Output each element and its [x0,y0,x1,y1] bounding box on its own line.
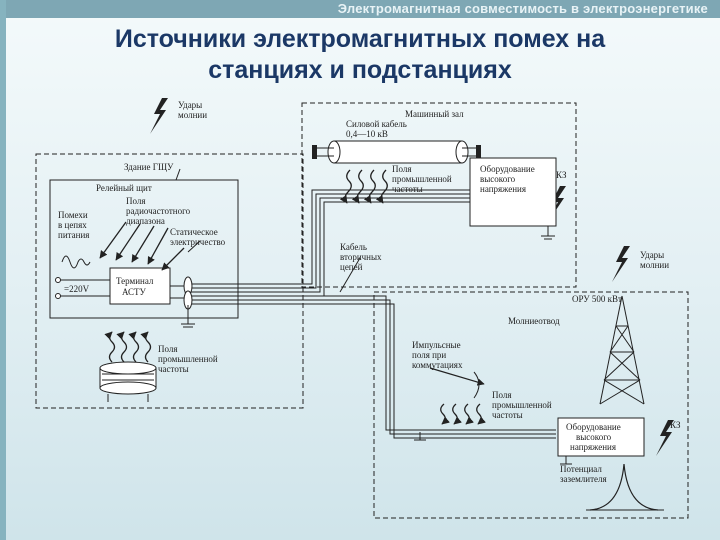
label-field-right-line3: частоты [492,410,523,420]
label-field-right-line2: промышленной [492,400,552,410]
label-field-top-line1: Поля [392,164,412,174]
transformer-coil-icon [99,361,157,402]
impulse-arc-icon [473,371,480,399]
lightning-bolt-icon [150,98,168,134]
label-field-bottom-line3: частоты [158,364,189,374]
label-field-right-line1: Поля [492,390,512,400]
label-noise-line1: Помехи [58,210,88,220]
label-terminal-line1: Терминал [116,276,154,286]
label-power-cable-line1: Силовой кабель [346,119,407,129]
label-field-top-line3: частоты [392,184,423,194]
label-impulse-line1: Импульсные [412,340,461,350]
label-voltage: =220V [64,284,90,294]
machine-hall-region [301,102,577,288]
header-strip [0,0,720,18]
label-impulse-line3: коммутациях [412,360,463,370]
label-field-bottom-line2: промышленной [158,354,218,364]
label-terminal-line2: АСТУ [122,287,147,297]
label-impulse-line2: поля при [412,350,446,360]
label-lightning-2-line2: молнии [640,260,669,270]
hv-equipment-top-box [469,157,557,227]
label-lightning-rod: Молниеотвод [508,316,560,326]
label-noise-line2: в цепях [58,220,87,230]
label-kz-top: КЗ [556,170,567,180]
label-hv-bottom-line2: высокого [576,432,612,442]
secondary-cable-bundle [190,189,556,439]
label-relay-panel: Релейный щит [96,183,152,193]
lightning-rod-tower-icon [599,295,645,405]
power-cable-icon [312,140,481,164]
label-kz-bottom: КЗ [670,420,681,430]
label-building: Здание ГЩУ [124,162,174,172]
field-arrows-bottom [440,403,486,425]
rf-arrows [99,221,185,271]
left-accent-strip [0,0,6,540]
label-cable-line1: Кабель [340,242,367,252]
label-ground-line2: заземлителя [560,474,607,484]
terminal-box [109,267,171,305]
slide-title: Источники электромагнитных помех на стан… [40,24,680,86]
label-lightning-1-line1: Удары [178,100,202,110]
relay-panel-region [49,179,239,319]
label-rf-line3: диапазона [126,216,165,226]
slide-title-line-2: станциях и подстанциях [208,56,512,84]
label-hv-top-line1: Оборудование [480,164,535,174]
lightning-bolt-icon [612,246,630,282]
impulse-arrow [429,367,485,386]
substation-region [373,291,689,519]
field-arrows-left [104,331,152,363]
label-power-cable-line2: 0,4—10 кВ [346,129,388,139]
label-rf-line2: радиочастотного [126,206,191,216]
label-rf-line1: Поля [126,196,146,206]
slide-header: Электромагнитная совместимость в электро… [337,1,708,16]
label-cable-line3: цепей [340,262,363,272]
label-noise-line3: питания [58,230,89,240]
label-substation: ОРУ 500 кВт [572,294,622,304]
control-building-region [35,153,304,409]
label-lightning-2-line1: Удары [640,250,664,260]
label-hv-bottom-line1: Оборудование [566,422,621,432]
ground-potential-curve [589,463,659,511]
label-static-line1: Статическое [170,227,218,237]
label-lightning-1-line2: молнии [178,110,207,120]
supply-noise-waveform-icon [61,255,91,269]
label-hv-top-line2: высокого [480,174,516,184]
label-hv-bottom-line3: напряжения [570,442,616,452]
hv-equipment-bottom-box [557,417,645,457]
label-static-line2: электричество [170,237,226,247]
slide-title-line-1: Источники электромагнитных помех на [114,25,606,53]
label-machine-hall: Машинный зал [405,109,464,119]
label-hv-top-line3: напряжения [480,184,526,194]
label-cable-line2: вторичных [340,252,382,262]
label-ground-line1: Потенциал [560,464,602,474]
field-arrows-top [339,169,388,204]
label-field-bottom-line1: Поля [158,344,178,354]
label-field-top-line2: промышленной [392,174,452,184]
